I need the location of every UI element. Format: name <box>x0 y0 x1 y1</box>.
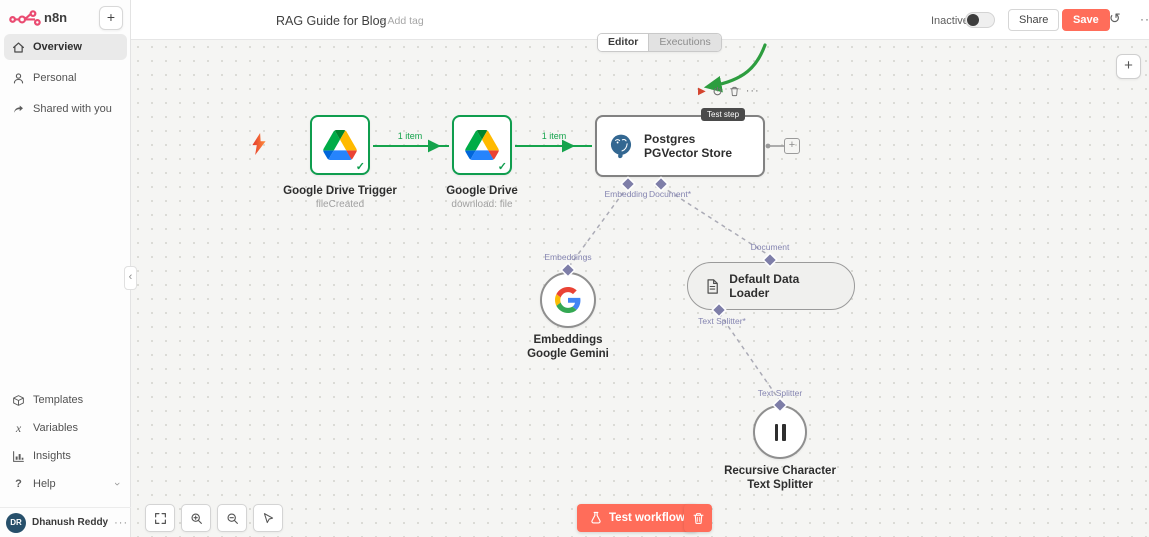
add-node-button[interactable]: + <box>1116 54 1141 79</box>
templates-icon <box>13 394 24 406</box>
node-default-data-loader[interactable]: Default Data Loader <box>687 262 855 310</box>
share-icon <box>14 104 23 113</box>
sidebar-item-overview[interactable]: Overview <box>4 34 127 60</box>
node-title: Google Drive Trigger <box>283 185 397 197</box>
zoom-in-button[interactable] <box>181 504 211 532</box>
add-tag-button[interactable]: + Add tag <box>379 15 424 27</box>
toggle-knob <box>967 14 979 26</box>
new-workflow-button[interactable]: + <box>99 6 123 30</box>
node-recursive-character-text-splitter[interactable] <box>753 405 807 459</box>
zoom-out-icon <box>226 512 238 524</box>
trigger-bolt-icon <box>252 133 266 158</box>
sidebar-collapse-button[interactable]: ‹ <box>124 266 137 290</box>
test-workflow-button[interactable]: Test workflow <box>577 504 698 532</box>
text-splitter-icon <box>774 423 786 441</box>
fit-view-button[interactable] <box>145 504 175 532</box>
sidebar-item-variables[interactable]: x Variables <box>4 416 127 440</box>
fit-view-icon <box>154 512 166 524</box>
workflow-history-icon[interactable]: ↺ <box>1109 10 1121 26</box>
tab-editor[interactable]: Editor <box>598 34 649 51</box>
user-icon <box>13 72 24 84</box>
port-label-text-splitter: Text Splitter <box>757 388 803 398</box>
insights-icon <box>13 450 24 462</box>
workflow-title[interactable]: RAG Guide for Blog <box>276 14 387 28</box>
document-icon <box>707 278 718 294</box>
node-google-drive-trigger[interactable]: ✓ <box>310 115 370 175</box>
brand-name: n8n <box>44 10 68 25</box>
editor-tabs: Editor Executions <box>597 33 722 52</box>
avatar: DR <box>6 512 26 533</box>
play-icon[interactable]: ▶ <box>698 85 706 97</box>
sidebar-item-label: Variables <box>33 422 79 434</box>
connection-items-label: 1 item <box>541 131 567 141</box>
power-icon[interactable] <box>712 86 723 97</box>
sidebar-item-label: Help <box>33 478 56 490</box>
node-embeddings-google-gemini[interactable] <box>540 272 596 328</box>
help-icon: ? <box>15 478 22 490</box>
node-title: Embeddings Google Gemini <box>527 334 609 361</box>
variables-icon: x <box>15 420 22 435</box>
node-title: Default Data Loader <box>729 272 800 300</box>
node-toolbar: ▶ ··· <box>698 85 760 97</box>
success-check-icon: ✓ <box>355 161 365 173</box>
logo-row: n8n + <box>0 0 131 36</box>
sidebar-bottom-nav: Templates x Variables Insights ? Help › <box>4 388 127 500</box>
workflow-menu-icon[interactable]: ··· <box>1140 12 1149 26</box>
port-label-document: Document* <box>648 189 692 199</box>
node-title: Recursive Character Text Splitter <box>724 465 836 492</box>
user-options-icon[interactable]: ··· <box>114 516 129 529</box>
node-options-icon[interactable]: ··· <box>745 85 760 97</box>
save-button[interactable]: Save <box>1062 9 1110 31</box>
sidebar-item-label: Templates <box>33 394 84 406</box>
sidebar: n8n + Overview Personal Shared with you … <box>0 0 131 537</box>
user-menu[interactable]: DR Dhanush Reddy ··· <box>0 507 131 537</box>
sidebar-item-label: Insights <box>33 450 71 462</box>
trash-icon <box>693 512 703 524</box>
sidebar-nav: Overview Personal Shared with you <box>4 34 127 127</box>
active-state-label: Inactive <box>931 15 969 27</box>
google-drive-icon <box>465 130 499 160</box>
add-connected-node-button[interactable]: + <box>784 138 800 154</box>
delete-workflow-button[interactable] <box>684 504 712 532</box>
google-drive-icon <box>323 130 357 160</box>
success-check-icon: ✓ <box>497 161 507 173</box>
node-google-drive[interactable]: ✓ <box>452 115 512 175</box>
active-toggle[interactable] <box>965 12 995 28</box>
home-icon <box>13 41 24 53</box>
selection-mode-button[interactable] <box>253 504 283 532</box>
tab-executions[interactable]: Executions <box>648 34 721 51</box>
port-label-text-splitter-required: Text Splitter* <box>698 316 746 326</box>
connection-items-label: 1 item <box>397 131 423 141</box>
port-label-embeddings: Embeddings <box>544 252 592 262</box>
zoom-in-icon <box>190 512 202 524</box>
node-subtitle: download: file <box>451 199 513 210</box>
n8n-logo-icon <box>9 10 41 26</box>
chevron-down-icon: › <box>111 482 124 486</box>
share-button[interactable]: Share <box>1008 9 1060 31</box>
sidebar-item-shared-with-you[interactable]: Shared with you <box>4 96 127 122</box>
delete-node-icon[interactable] <box>729 86 740 97</box>
sidebar-item-help[interactable]: ? Help › <box>4 472 127 496</box>
node-title: Postgres PGVector Store <box>644 131 733 160</box>
zoom-out-button[interactable] <box>217 504 247 532</box>
sidebar-item-label: Personal <box>33 72 77 84</box>
sidebar-item-insights[interactable]: Insights <box>4 444 127 468</box>
user-name: Dhanush Reddy <box>32 517 109 528</box>
flask-icon <box>591 511 601 524</box>
google-g-icon <box>555 287 581 313</box>
port-label-document-loader: Document <box>750 242 790 252</box>
node-subtitle: fileCreated <box>315 199 365 210</box>
node-title: Google Drive <box>446 185 518 197</box>
sidebar-item-label: Shared with you <box>33 103 112 115</box>
canvas-controls <box>145 504 283 532</box>
sidebar-item-personal[interactable]: Personal <box>4 65 127 91</box>
postgres-icon <box>610 134 632 159</box>
sidebar-item-label: Overview <box>33 41 82 53</box>
test-workflow-label: Test workflow <box>609 512 685 524</box>
test-step-tooltip: Test step <box>701 108 746 121</box>
sidebar-item-templates[interactable]: Templates <box>4 388 127 412</box>
cursor-icon <box>263 512 273 523</box>
node-postgres-pgvector-store[interactable]: Postgres PGVector Store <box>595 115 765 177</box>
